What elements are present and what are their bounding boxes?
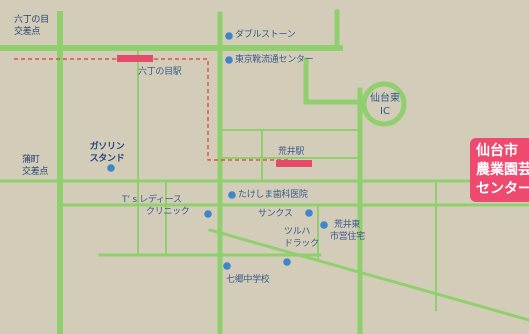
shichigo-junior-high-pin [223,262,231,270]
road-diagonal [208,228,529,322]
sunkus-pin [305,209,313,217]
train-route [14,58,292,161]
rokuchome-station-label: 六丁の目駅 [138,67,182,77]
tokyo-kanryutsu-pin [225,56,233,64]
sendai-higashi-ic-label: 仙台東 IC [370,93,400,117]
takeshima-dental-label: たけしま歯科医院 [238,190,308,200]
sunkus-label: サンクス [258,209,293,219]
rokuchome-intersection-label: 六丁の目 交差点 [14,15,49,37]
ts-ladies-clinic-pin [204,210,212,218]
rokuchome-station-marker [117,55,153,62]
gasoline-stand-label: ガソリン スタンド [89,142,125,164]
destination-sign: 仙台市 農業園芸 センター [470,138,529,202]
gasoline-stand-pin [107,164,115,172]
destination-line-2: 農業園芸 [476,161,529,178]
tokyo-kanryutsu-label: 東京靴流通センター [235,55,314,65]
arai-higashi-housing-label: 荒井東 市営住宅 [330,220,365,242]
arai-station-label: 荒井駅 [278,147,305,157]
daburu-stone-pin [225,32,233,40]
arai-higashi-housing-pin [320,221,328,229]
tsuruha-drug-label: ツルハ ドラック [284,227,319,249]
destination-line-3: センター [476,180,529,197]
destination-line-1: 仙台市 [476,142,518,159]
kabamachi-intersection-label: 蒲町 交差点 [22,155,49,177]
roads [0,9,529,334]
tsuruha-drug-pin [283,258,291,266]
shichigo-junior-high-label: 七郷中学校 [226,275,270,285]
takeshima-dental-pin [228,191,236,199]
sendai-higashi-ic-ring [361,81,407,127]
route-line [14,58,292,161]
poi-markers [107,32,328,270]
arai-station-marker [276,160,312,167]
ts-ladies-clinic-label: T’ s レディース クリニック [122,195,190,217]
daburu-stone-label: ダブルストーン [235,30,296,40]
